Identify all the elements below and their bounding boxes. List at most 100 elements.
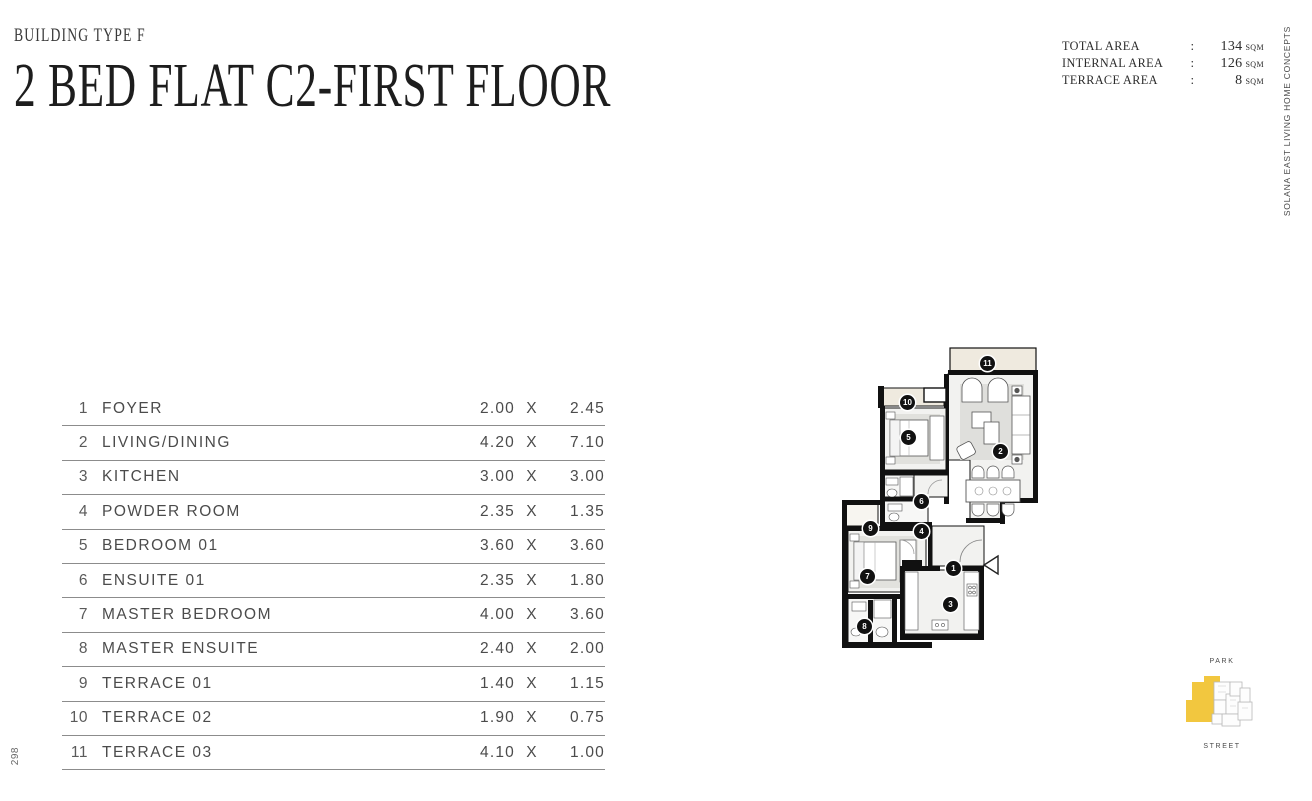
- schedule-row-name: TERRACE 03: [102, 743, 213, 761]
- area-unit: SQM: [1245, 77, 1264, 86]
- furniture-wardrobe: [929, 415, 945, 461]
- schedule-row-separator: X: [526, 571, 538, 589]
- room-marker-7: 7: [860, 569, 875, 584]
- schedule-row-name: TERRACE 02: [102, 709, 213, 727]
- schedule-row-height: 3.60: [570, 606, 605, 624]
- schedule-row-number: 2: [78, 434, 88, 452]
- schedule-row-width: 2.00: [480, 399, 515, 417]
- schedule-row-number: 5: [78, 537, 88, 555]
- schedule-row-number: 4: [78, 502, 88, 520]
- schedule-row-name: FOYER: [102, 399, 163, 417]
- kitchen-hob: [966, 583, 978, 597]
- schedule-row-height: 1.80: [570, 571, 605, 589]
- schedule-row-height: 0.75: [570, 709, 605, 727]
- furniture-lounge-chair: [956, 441, 976, 460]
- key-plan-street-label: STREET: [1203, 743, 1241, 750]
- schedule-row-separator: X: [526, 743, 538, 761]
- schedule-row-separator: X: [526, 640, 538, 658]
- schedule-row-number: 1: [78, 399, 88, 417]
- wall-kitchen-north-b: [948, 566, 982, 571]
- key-plan-detail-lines: [1218, 685, 1248, 709]
- wall-living-north: [948, 370, 1038, 375]
- room-marker-5: 5: [901, 430, 916, 445]
- area-unit: SQM: [1245, 60, 1264, 69]
- furniture-armchair: [987, 377, 1009, 403]
- header: BUILDING TYPE F 2 BED FLAT C2-FIRST FLOO…: [14, 26, 867, 119]
- kitchen-sink: [931, 619, 949, 631]
- door-kitchen: [920, 566, 938, 569]
- wall-foyer-west: [928, 526, 932, 566]
- schedule-row-height: 2.00: [570, 640, 605, 658]
- room-marker-10: 10: [900, 395, 915, 410]
- area-value: 8: [1235, 73, 1243, 88]
- furniture-headboard: [889, 419, 901, 457]
- fixture-wc: [886, 488, 898, 498]
- area-label: TOTAL AREA: [1062, 38, 1141, 53]
- furniture-headboard: [853, 541, 865, 581]
- key-plan-drawing: [1186, 676, 1253, 727]
- wall-kitchen-south: [900, 634, 984, 640]
- fixture-vanity: [851, 601, 867, 612]
- schedule-row-width: 3.00: [480, 468, 515, 486]
- area-separator: :: [1190, 72, 1195, 87]
- schedule-row-name: LIVING/DINING: [102, 434, 231, 452]
- area-label: TERRACE AREA: [1062, 72, 1159, 87]
- fixture-bath: [875, 626, 889, 638]
- schedule-row-width: 2.35: [480, 571, 515, 589]
- schedule-row-width: 1.40: [480, 674, 515, 692]
- room-marker-3: 3: [943, 597, 958, 612]
- room-marker-2: 2: [993, 444, 1008, 459]
- key-plan-park-label: PARK: [1209, 658, 1235, 665]
- fixture-shower: [899, 476, 914, 497]
- wall-master-ensuite-north: [842, 594, 904, 599]
- fixture-basin: [887, 503, 903, 512]
- schedule-row-name: ENSUITE 01: [102, 571, 206, 589]
- wall-master-north: [842, 526, 928, 531]
- door-swing-master: [899, 539, 915, 555]
- furniture-dining-table: [965, 479, 1021, 503]
- furniture-nightstand: [849, 580, 860, 589]
- furniture-dining-chair: [1001, 503, 1015, 517]
- schedule-row-name: MASTER ENSUITE: [102, 640, 260, 658]
- wall-south-exterior: [842, 642, 932, 648]
- schedule-row-width: 4.00: [480, 606, 515, 624]
- furniture-nightstand: [849, 533, 860, 542]
- schedule-row-name: MASTER BEDROOM: [102, 606, 272, 624]
- schedule-row-width: 4.20: [480, 434, 515, 452]
- entry-direction-arrow: [982, 554, 999, 576]
- furniture-side-table: [983, 421, 1000, 445]
- schedule-row-height: 7.10: [570, 434, 605, 452]
- wall-powder-north: [880, 497, 930, 501]
- furniture-dining-chair: [986, 503, 1000, 517]
- fixture-vanity: [885, 477, 899, 486]
- wall-living-south: [966, 518, 1004, 523]
- area-row-terrace: TERRACE AREA : 8 SQM: [1062, 72, 1264, 89]
- wall-powder-south: [880, 522, 932, 526]
- schedule-row-separator: X: [526, 709, 538, 727]
- kitchen-counter-east: [963, 571, 980, 631]
- room-marker-8: 8: [857, 619, 872, 634]
- wall-terrace-02-west: [878, 386, 884, 408]
- room-marker-9: 9: [863, 521, 878, 536]
- furniture-sofa: [1011, 395, 1031, 455]
- schedule-row-name: KITCHEN: [102, 468, 181, 486]
- furniture-dining-chair: [1001, 465, 1015, 479]
- wall-kitchen-east: [978, 566, 984, 640]
- wall-living-east: [1033, 374, 1038, 502]
- furniture-nightstand: [885, 411, 896, 420]
- wall-kitchen-west: [900, 566, 905, 638]
- furniture-armchair: [961, 377, 983, 403]
- kitchen-counter-west: [904, 571, 919, 631]
